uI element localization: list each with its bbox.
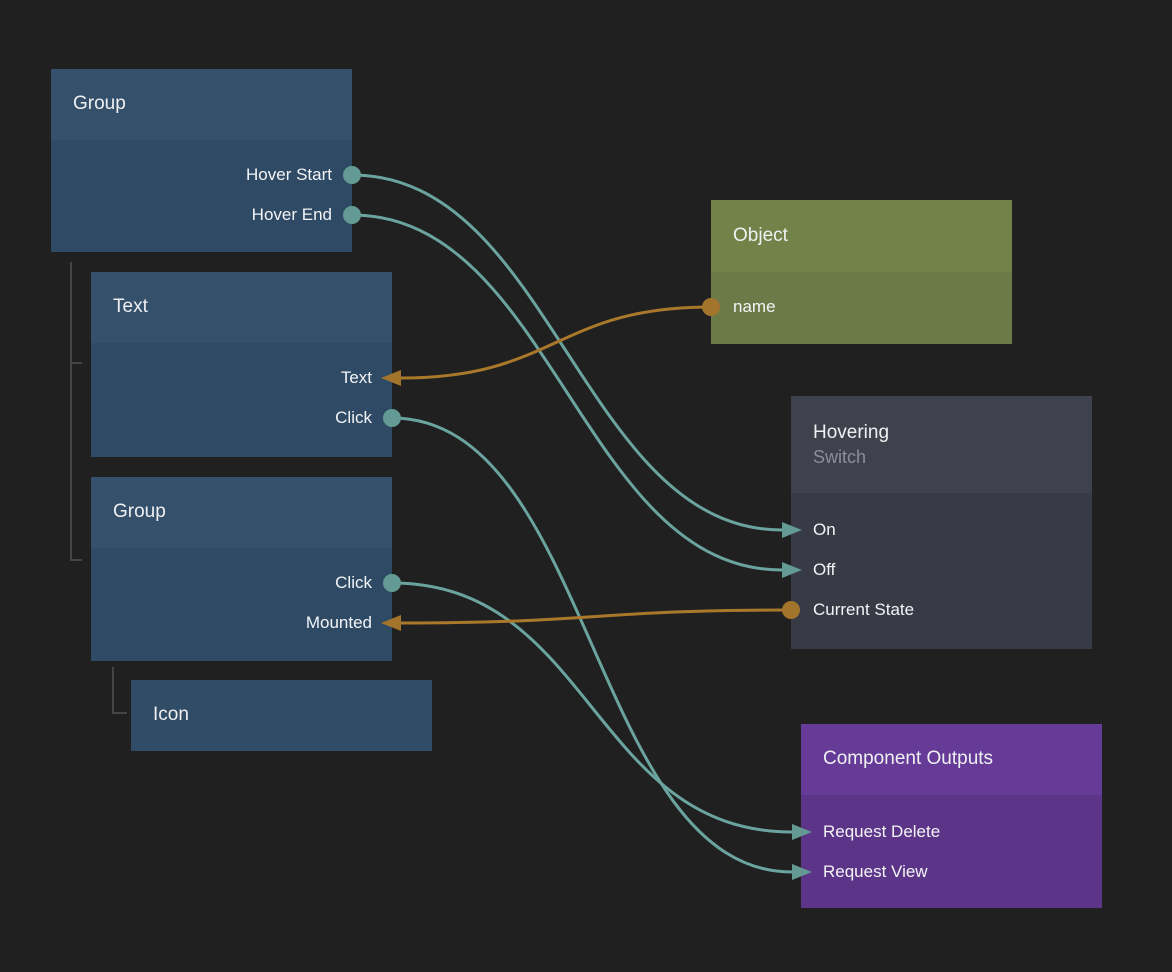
port-label: Hover Start <box>246 165 332 184</box>
node-body <box>791 493 1092 649</box>
node-title: Object <box>733 224 788 246</box>
node-header[interactable]: Group <box>91 477 392 548</box>
node-header[interactable]: Text <box>91 272 392 343</box>
port-request-view[interactable]: Request View <box>823 859 928 885</box>
port-current-state[interactable]: Current State <box>813 597 914 623</box>
hierarchy-line <box>112 667 127 714</box>
node-icon-1[interactable]: Icon <box>131 680 432 751</box>
port-request-delete[interactable]: Request Delete <box>823 819 940 845</box>
node-body <box>711 272 1012 344</box>
node-title: Icon <box>153 704 189 726</box>
node-object-1[interactable]: Object name <box>711 200 1012 344</box>
port-mounted[interactable]: Mounted <box>306 610 372 636</box>
port-label: On <box>813 520 836 539</box>
node-body <box>51 140 352 252</box>
node-header[interactable]: Icon <box>131 680 432 751</box>
node-body <box>801 795 1102 908</box>
hierarchy-line <box>70 262 82 561</box>
port-label: Mounted <box>305 613 372 632</box>
connection-wire[interactable] <box>391 581 793 834</box>
port-label: Current State <box>813 600 915 619</box>
port-label: Request View <box>823 862 928 881</box>
port-click[interactable]: Click <box>335 405 372 431</box>
connection-wire[interactable] <box>400 608 792 625</box>
port-label: Hover End <box>251 205 332 224</box>
node-title: Group <box>73 93 126 115</box>
node-title: Hovering <box>813 421 890 443</box>
node-title: Group <box>113 501 166 523</box>
node-title: Text <box>113 296 148 318</box>
node-body <box>91 343 392 457</box>
node-title: Component Outputs <box>823 748 994 770</box>
node-subtitle: Switch <box>813 446 867 467</box>
port-off[interactable]: Off <box>813 557 835 583</box>
node-header[interactable]: Object <box>711 200 1012 272</box>
port-text[interactable]: Text <box>341 365 372 391</box>
node-body <box>91 548 392 661</box>
port-label: name <box>733 297 776 316</box>
port-on[interactable]: On <box>813 517 836 543</box>
port-click[interactable]: Click <box>335 570 372 596</box>
connection-wire[interactable] <box>351 173 783 532</box>
port-label: Text <box>340 368 372 387</box>
port-label: Request Delete <box>823 822 941 841</box>
connection-wire[interactable] <box>400 305 712 380</box>
node-header[interactable]: Component Outputs <box>801 724 1102 795</box>
port-label: Click <box>335 408 372 427</box>
node-header[interactable]: Group <box>51 69 352 140</box>
port-label: Off <box>813 560 836 579</box>
port-name[interactable]: name <box>733 294 776 320</box>
connection-wire[interactable] <box>351 213 783 572</box>
port-hover-end[interactable]: Hover End <box>252 202 332 228</box>
port-label: Click <box>335 573 372 592</box>
connection-wire[interactable] <box>391 416 793 874</box>
port-hover-start[interactable]: Hover Start <box>246 162 332 188</box>
